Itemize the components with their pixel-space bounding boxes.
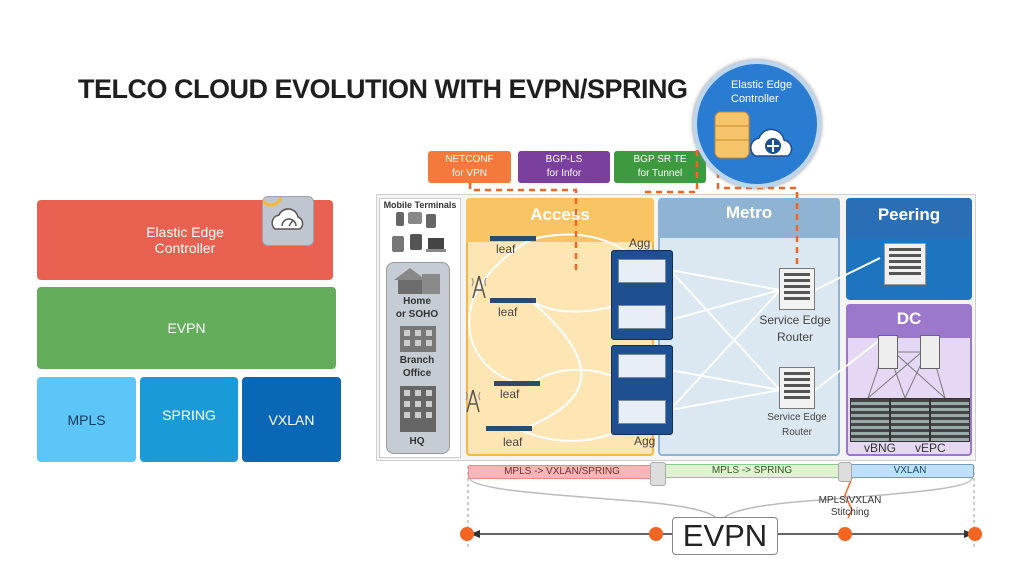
service-edge-router-1	[779, 268, 815, 310]
bgp-sr-te-tag-label: BGP SR TE for Tunnel	[633, 154, 687, 179]
evpn-marker-2	[649, 527, 663, 541]
leaf-switch-4	[486, 426, 532, 431]
branch-office-icon	[398, 324, 438, 354]
service-edge-label-2: Service Edge Router	[767, 412, 827, 438]
leaf-switch-3	[494, 381, 540, 386]
leaf-label-1: leaf	[496, 242, 516, 256]
controller-circle-label: Elastic Edge Controller	[731, 79, 793, 105]
vepc-label: vEPC	[915, 441, 946, 455]
cell-tower-icon	[468, 272, 490, 300]
bgp-sr-te-tag: BGP SR TE for Tunnel	[614, 151, 706, 183]
mpls-layer: MPLS	[37, 377, 136, 462]
netconf-tag: NETCONF for VPN	[428, 151, 511, 183]
branch-label: Branch Office	[399, 355, 435, 379]
band-joint-2	[838, 462, 852, 482]
metro-band: MPLS -> SPRING	[662, 464, 842, 478]
agg-label-top: Agg	[629, 236, 651, 250]
agg-router-1	[618, 259, 666, 283]
leaf-switch-2	[490, 298, 536, 303]
dc-spine-switch-1	[878, 335, 898, 369]
evpn-layer: EVPN	[37, 287, 336, 369]
controller-layer-label: Elastic Edge Controller	[146, 224, 224, 256]
service-edge-router-2	[779, 367, 815, 409]
home-label: Home or SOHO	[395, 296, 439, 320]
evpn-marker-1	[460, 527, 474, 541]
page-title: TELCO CLOUD EVOLUTION WITH EVPN/SPRING	[78, 74, 688, 104]
dc-band: VXLAN	[846, 464, 974, 478]
bgp-ls-tag: BGP-LS for Infor	[518, 151, 610, 183]
dc-spine-switch-2	[920, 335, 940, 369]
dc-server-rack-1	[850, 398, 890, 442]
leaf-switch-1	[490, 236, 536, 241]
hq-label: HQ	[409, 436, 425, 447]
spring-layer: SPRING	[140, 377, 238, 462]
mpls-layer-label: MPLS	[67, 411, 106, 428]
controller-circle: Elastic Edge Controller	[693, 60, 821, 188]
metro-zone-header	[658, 198, 840, 238]
dc-zone-header	[846, 304, 972, 338]
dc-server-rack-2	[890, 398, 930, 442]
stitching-label: MPLS/VXLAN Stitching	[818, 495, 882, 518]
mobile-devices-icon	[390, 210, 452, 258]
vxlan-layer: VXLAN	[242, 377, 341, 462]
dc-server-rack-3	[930, 398, 970, 442]
agg-label-bottom: Agg	[634, 434, 656, 448]
agg-router-3	[618, 354, 666, 378]
cloud-gauge-icon	[259, 183, 314, 246]
house-icon	[392, 264, 444, 296]
service-edge-label-1: Service Edge Router	[759, 313, 831, 344]
leaf-label-4: leaf	[503, 435, 523, 449]
dc-zone-title: DC	[896, 309, 922, 328]
peering-zone-title: Peering	[877, 205, 941, 224]
evpn-marker-3	[838, 527, 852, 541]
agg-router-group-bottom	[611, 345, 673, 435]
leaf-label-2: leaf	[498, 305, 518, 319]
evpn-footer: EVPN	[672, 517, 778, 555]
peering-router-icon	[884, 243, 926, 285]
metro-zone-title: Metro	[725, 203, 773, 222]
terminals-title: Mobile Terminals	[383, 200, 457, 210]
agg-router-4	[618, 400, 666, 424]
agg-router-group-top	[611, 250, 673, 340]
leaf-label-3: leaf	[500, 387, 520, 401]
vxlan-layer-label: VXLAN	[268, 411, 315, 428]
cell-tower-icon-2	[462, 386, 484, 414]
evpn-marker-4	[968, 527, 982, 541]
bgp-ls-tag-label: BGP-LS for Infor	[545, 154, 583, 179]
agg-router-2	[618, 305, 666, 329]
controller-cloud-icon	[714, 111, 793, 159]
evpn-layer-label: EVPN	[167, 320, 206, 336]
netconf-tag-label: NETCONF for VPN	[445, 154, 494, 179]
spring-layer-label: SPRING	[162, 407, 216, 423]
access-band: MPLS -> VXLAN/SPRING	[468, 465, 656, 479]
vbng-label: vBNG	[864, 441, 897, 455]
peering-zone-header	[846, 198, 972, 238]
hq-building-icon	[398, 384, 438, 434]
band-joint-1	[650, 462, 666, 486]
